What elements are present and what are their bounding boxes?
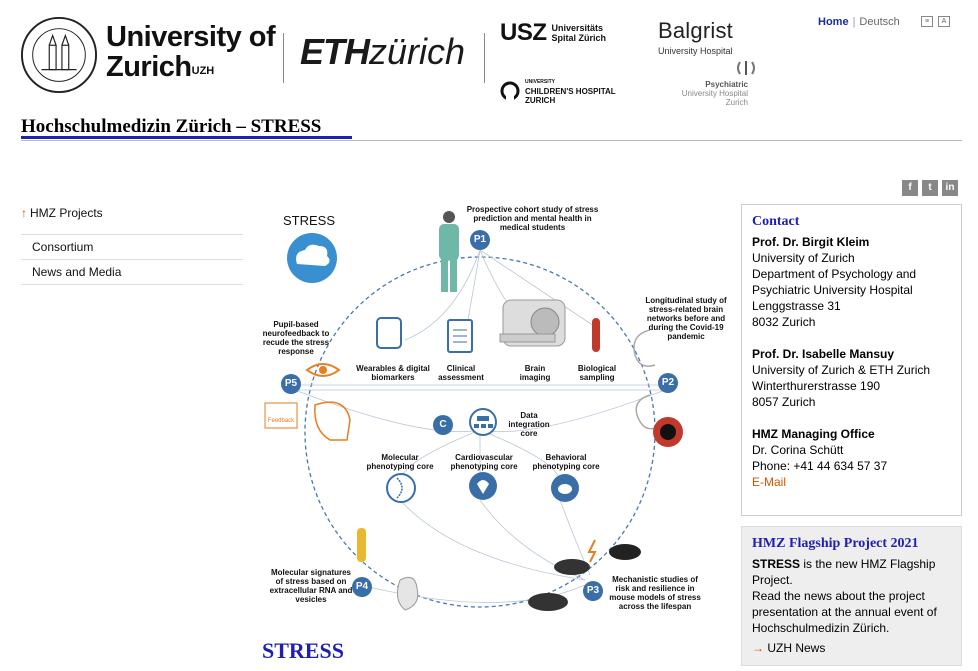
contact-line: Dr. Corina Schütt xyxy=(752,443,844,457)
social-share: f t in xyxy=(902,180,958,196)
language-nav: Home|Deutsch xyxy=(818,16,900,28)
data-core-label: Data integration core xyxy=(508,411,550,438)
font-size-icon[interactable]: A xyxy=(938,16,950,27)
nav-item-consortium[interactable]: Consortium xyxy=(21,234,243,259)
contact-line: University of Zurich & ETH Zurich xyxy=(752,363,931,377)
facebook-icon[interactable]: f xyxy=(902,180,918,196)
p2-description: Longitudinal study of stress-related bra… xyxy=(645,296,727,341)
balgrist-logo[interactable]: Balgrist University Hospital xyxy=(658,18,733,56)
stress-label: STRESS xyxy=(283,213,336,228)
email-link[interactable]: E-Mail xyxy=(752,475,787,489)
p1-description: Prospective cohort study of stress predi… xyxy=(466,205,599,232)
eth-logo[interactable]: ETHzürich xyxy=(300,31,466,72)
feedback-label: Feedback xyxy=(267,418,295,424)
p4-description: Molecular signatures of stress based on … xyxy=(269,568,353,604)
nav-up-hmz-projects[interactable]: ↑HMZ Projects xyxy=(21,206,103,220)
uzh-wordmark[interactable]: University of ZurichUZH xyxy=(106,21,276,83)
brain-label: Brain imaging xyxy=(519,364,551,382)
site-header: University of ZurichUZH ETHzürich USZ Un… xyxy=(0,0,978,141)
home-link[interactable]: Home xyxy=(818,16,849,28)
contact-name-kleim: Prof. Dr. Birgit Kleim xyxy=(752,235,870,249)
kispi-icon xyxy=(500,81,520,102)
node-c: C xyxy=(433,415,453,435)
node-p3: P3 xyxy=(583,581,603,601)
contact-name-mansuy: Prof. Dr. Isabelle Mansuy xyxy=(752,347,895,361)
contact-line: Lenggstrasse 31 xyxy=(752,299,841,313)
node-p4: P4 xyxy=(352,577,372,597)
contact-box: Contact Prof. Dr. Birgit Kleim Universit… xyxy=(741,204,962,516)
flagship-text2: Read the news about the project presenta… xyxy=(752,589,937,635)
print-icon[interactable]: ≡ xyxy=(921,16,933,27)
behav-core-label: Behavioral phenotyping core xyxy=(532,453,600,471)
node-p1: P1 xyxy=(470,230,490,250)
clinical-label: Clinical assessment xyxy=(438,364,484,382)
title-underline xyxy=(21,136,352,139)
site-title[interactable]: Hochschulmedizin Zürich – STRESS xyxy=(21,116,322,137)
flagship-text: STRESS is the new HMZ Flagship Project. xyxy=(752,557,936,587)
node-p2: P2 xyxy=(658,373,678,393)
pukz-logo[interactable]: Psychiatric University Hospital Zurich xyxy=(658,61,755,107)
p5-description: Pupil-based neurofeedback to recude the … xyxy=(262,320,330,356)
arrow-right-icon: → xyxy=(752,641,768,655)
utility-icons: ≡ A xyxy=(921,16,950,27)
divider xyxy=(484,33,485,83)
contact-line: University of Zurich xyxy=(752,251,855,265)
main-heading: STRESS xyxy=(262,638,344,663)
contact-line: Winterthurerstrasse 190 xyxy=(752,379,881,393)
node-p5: P5 xyxy=(281,374,301,394)
flagship-title: HMZ Flagship Project 2021 xyxy=(752,536,919,551)
contact-phone: Phone: +41 44 634 57 37 xyxy=(752,459,888,473)
uzh-seal-logo[interactable] xyxy=(20,16,98,94)
cardio-core-label: Cardiovascular phenotyping core xyxy=(450,453,518,471)
left-nav: ↑HMZ Projects Consortium News and Media xyxy=(21,200,243,285)
linkedin-icon[interactable]: in xyxy=(942,180,958,196)
contact-line: Department of Psychology and Psychiatric… xyxy=(752,267,917,297)
arrow-up-icon: ↑ xyxy=(21,206,27,220)
infographic-drawing xyxy=(264,211,683,611)
kispi-logo[interactable]: UNIVERSITY CHILDREN'S HOSPITAL ZURICH xyxy=(500,76,616,105)
wearables-label: Wearables & digital biomarkers xyxy=(356,364,430,382)
nav-item-news[interactable]: News and Media xyxy=(21,259,243,285)
divider xyxy=(283,33,284,83)
bio-label: Biological sampling xyxy=(577,364,617,382)
mol-core-label: Molecular phenotyping core xyxy=(366,453,434,471)
uzh-news-link[interactable]: → UZH News xyxy=(752,641,826,655)
pukz-icon xyxy=(737,61,755,75)
p3-description: Mechanistic studies of risk and resilien… xyxy=(609,575,701,611)
stress-infographic: STRESS P1 P2 P3 P4 P5 C Prospective coho… xyxy=(255,200,727,630)
contact-office: HMZ Managing Office xyxy=(752,427,875,441)
twitter-icon[interactable]: t xyxy=(922,180,938,196)
contact-line: 8032 Zurich xyxy=(752,315,816,329)
contact-line: 8057 Zurich xyxy=(752,395,816,409)
header-rule xyxy=(21,140,962,141)
flagship-box: HMZ Flagship Project 2021 STRESS is the … xyxy=(741,526,962,666)
deutsch-link[interactable]: Deutsch xyxy=(859,16,900,28)
contact-title: Contact xyxy=(752,214,800,229)
